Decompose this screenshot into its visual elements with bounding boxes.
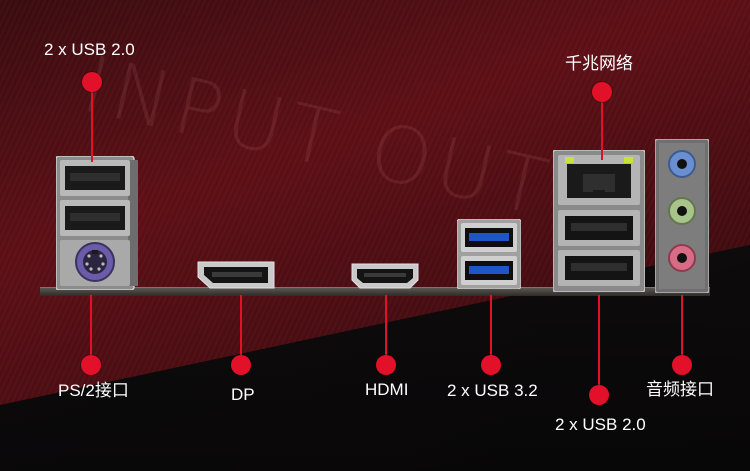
- callout-line-dp: [240, 295, 242, 365]
- callout-line-usb32: [490, 295, 492, 365]
- callout-line-lan: [601, 92, 603, 160]
- callout-dot-audio: [672, 355, 692, 375]
- ps2-usb-stack: [56, 156, 140, 290]
- usb-port-icon: [56, 156, 138, 290]
- hdmi-connector: [350, 261, 420, 291]
- label-audio: 音频接口: [646, 380, 714, 399]
- label-lan: 千兆网络: [565, 54, 633, 73]
- label-dp: DP: [231, 385, 255, 404]
- displayport-icon: [197, 261, 275, 289]
- label-usb20-bottom: 2 x USB 2.0: [555, 415, 646, 434]
- label-hdmi: HDMI: [365, 380, 409, 399]
- label-ps2: PS/2接口: [58, 381, 129, 400]
- hdmi-port-icon: [351, 263, 419, 289]
- usb3-port-icon: [457, 219, 521, 289]
- callout-line-usb20-bottom: [598, 295, 600, 395]
- callout-dot-lan: [592, 82, 612, 102]
- callout-dot-usb32: [481, 355, 501, 375]
- audio-jack-icon: [655, 139, 709, 293]
- callout-line-hdmi: [385, 295, 387, 365]
- callout-dot-dp: [231, 355, 251, 375]
- callout-line-usb20-top: [91, 82, 93, 162]
- callout-dot-hdmi: [376, 355, 396, 375]
- callout-line-audio: [681, 295, 683, 365]
- label-usb20-top: 2 x USB 2.0: [44, 40, 135, 59]
- callout-dot-usb20-top: [82, 72, 102, 92]
- callout-dot-usb20-bottom: [589, 385, 609, 405]
- callout-line-ps2: [90, 295, 92, 365]
- audio-jack-stack: [655, 139, 709, 293]
- usb32-stack: [457, 219, 521, 289]
- ethernet-port-icon: [553, 150, 645, 292]
- callout-dot-ps2: [81, 355, 101, 375]
- label-usb32: 2 x USB 3.2: [447, 381, 538, 400]
- displayport-connector: [196, 259, 276, 291]
- lan-usb-stack: [553, 150, 645, 292]
